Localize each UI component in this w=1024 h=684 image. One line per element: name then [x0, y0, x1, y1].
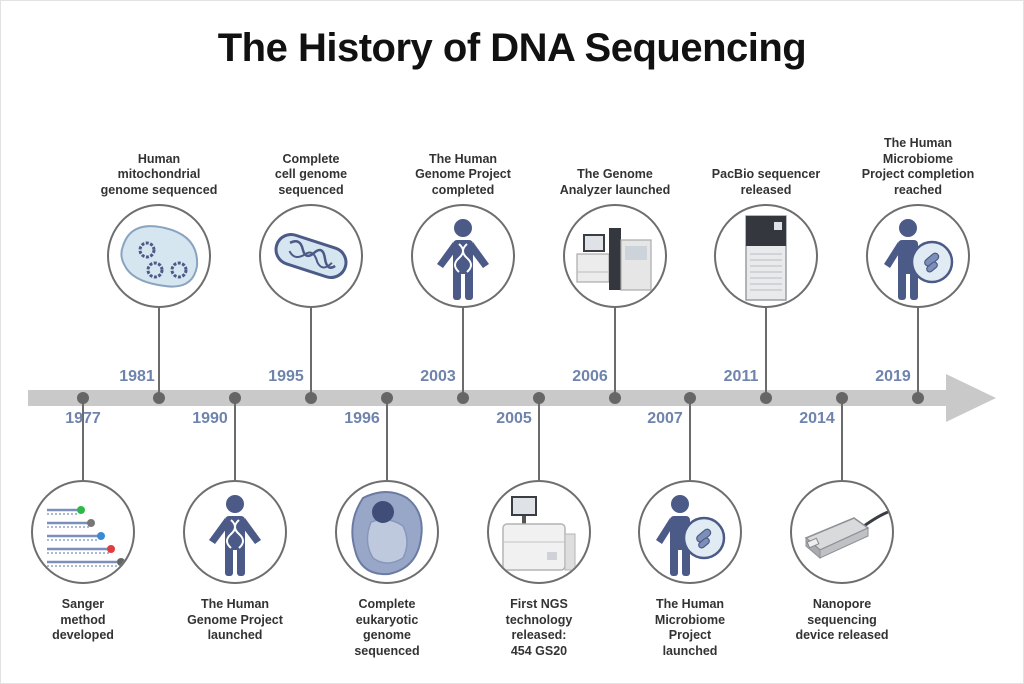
- timeline-dot: [836, 392, 848, 404]
- timeline-dot: [684, 392, 696, 404]
- timeline-arrowhead: [946, 374, 996, 422]
- event-connector: [158, 308, 160, 398]
- event-icon-circle: [487, 480, 591, 584]
- ngs-instrument-icon: [502, 496, 576, 571]
- timeline-dot: [760, 392, 772, 404]
- page-title: The History of DNA Sequencing: [217, 26, 807, 70]
- event-icon-circle: [563, 204, 667, 308]
- event-connector: [689, 398, 691, 480]
- timeline-dot: [77, 392, 89, 404]
- event-icon-circle: [790, 480, 894, 584]
- event-connector: [234, 398, 236, 480]
- event-icon-circle: [638, 480, 742, 584]
- event-year: 2014: [799, 410, 835, 427]
- event-caption: PacBio sequencer released: [711, 167, 821, 197]
- event-icon-circle: [335, 480, 439, 584]
- event-icon-circle: [183, 480, 287, 584]
- event-year: 1996: [344, 410, 380, 427]
- event-connector: [310, 308, 312, 398]
- event-icon-circle: [714, 204, 818, 308]
- event-caption: The Genome Analyzer launched: [559, 167, 671, 197]
- eukaryotic-cell-icon: [351, 491, 423, 576]
- event-caption: Nanopore sequencing device released: [795, 597, 889, 642]
- event-icon-circle: [107, 204, 211, 308]
- timeline-dot: [609, 392, 621, 404]
- event-connector: [765, 308, 767, 398]
- event-year: 1977: [65, 410, 101, 427]
- event-icon-circle: [866, 204, 970, 308]
- timeline-dot: [457, 392, 469, 404]
- timeline-dot: [229, 392, 241, 404]
- event-year: 2011: [723, 368, 759, 385]
- event-year: 2007: [647, 410, 683, 427]
- nanopore-device-icon: [804, 510, 889, 560]
- timeline-dot: [381, 392, 393, 404]
- genome-analyzer-icon: [576, 228, 652, 291]
- event-connector: [538, 398, 540, 480]
- timeline-axis: [28, 390, 948, 406]
- bacterium-genome-icon: [274, 233, 348, 279]
- event-caption: Complete eukaryotic genome sequenced: [354, 597, 420, 658]
- event-connector: [386, 398, 388, 480]
- sanger-gel-icon: [47, 506, 125, 567]
- event-year: 2006: [572, 368, 608, 385]
- event-connector: [462, 308, 464, 398]
- event-caption: Sanger method developed: [52, 597, 114, 642]
- event-caption: Human mitochondrial genome sequenced: [100, 151, 218, 197]
- event-caption: First NGS technology released: 454 GS20: [505, 597, 573, 658]
- event-icon-circle: [259, 204, 363, 308]
- event-connector: [841, 398, 843, 480]
- timeline-dot: [305, 392, 317, 404]
- timeline-dot: [153, 392, 165, 404]
- event-connector: [82, 398, 84, 480]
- event-caption: The Human Genome Project launched: [187, 597, 283, 642]
- human-microbiome-icon: [884, 219, 954, 300]
- event-caption: The Human Genome Project completed: [415, 151, 511, 197]
- human-microbiome-icon: [656, 495, 726, 576]
- event-caption: Complete cell genome sequenced: [274, 151, 348, 197]
- event-icon-circle: [411, 204, 515, 308]
- event-year: 1995: [268, 368, 304, 385]
- event-caption: The Human Microbiome Project completion …: [861, 136, 975, 197]
- timeline-dot: [533, 392, 545, 404]
- event-connector: [614, 308, 616, 398]
- event-year: 2005: [496, 410, 532, 427]
- event-year: 1990: [192, 410, 228, 427]
- event-connector: [917, 308, 919, 398]
- human-dna-figure-icon: [209, 495, 261, 576]
- event-year: 1981: [119, 368, 155, 385]
- event-caption: The Human Microbiome Project launched: [654, 597, 726, 658]
- event-icon-circle: [31, 480, 135, 584]
- human-dna-figure-icon: [437, 219, 489, 300]
- pacbio-sequencer-icon: [745, 215, 787, 301]
- event-year: 2019: [875, 368, 911, 385]
- event-year: 2003: [420, 368, 456, 385]
- mitochondrion-icon: [120, 225, 199, 288]
- timeline-dot: [912, 392, 924, 404]
